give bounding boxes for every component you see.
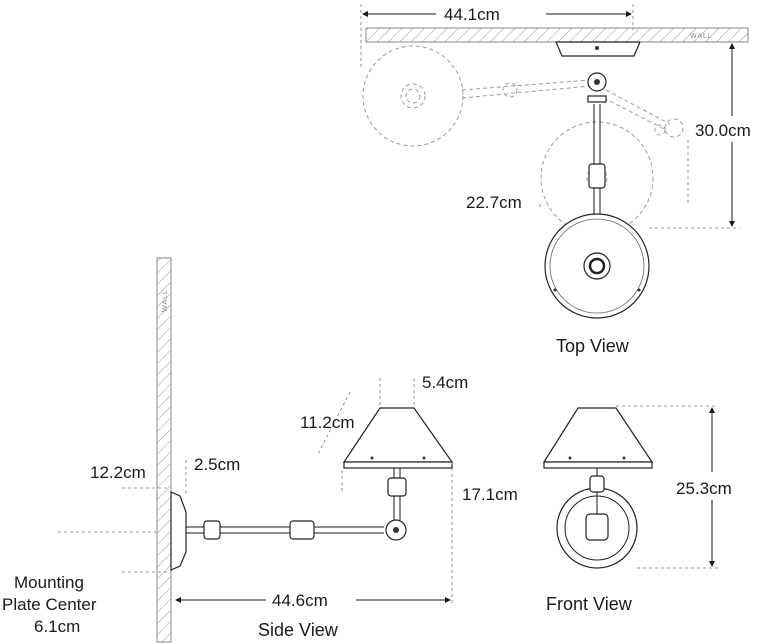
- front-stem-knuckle: [589, 475, 605, 493]
- top-arm-knuckle: [588, 163, 606, 189]
- top-ghost-socket-inner-left: [405, 88, 421, 104]
- side-shade-to-arm-label: 17.1cm: [462, 485, 518, 504]
- front-swivel-block: [585, 513, 609, 541]
- side-wall-label: WALL: [162, 289, 169, 312]
- side-mounting-label-2: Plate Center: [2, 595, 97, 614]
- top-swivel-collar: [587, 95, 607, 103]
- top-ghost-socket-left: [400, 83, 426, 109]
- top-view: WALL 44.1cm: [360, 4, 751, 356]
- top-shade-rivet-2: [637, 288, 641, 292]
- top-ghost-knuckle-left: [502, 82, 518, 98]
- side-arm-knuckle-2: [289, 520, 315, 540]
- top-offset-label: 22.7cm: [466, 193, 522, 212]
- top-plate-screw: [595, 46, 599, 50]
- side-shade-rim: [343, 461, 453, 469]
- top-view-caption: Top View: [556, 336, 630, 356]
- top-projection-label: 30.0cm: [695, 121, 751, 140]
- top-ghost-knuckle-right: [664, 118, 684, 138]
- side-arm-knuckle-1: [203, 520, 221, 540]
- side-stem-knuckle: [387, 477, 407, 497]
- side-shade: [342, 407, 454, 463]
- side-elbow-pin: [393, 527, 399, 533]
- side-extension-label: 44.6cm: [272, 591, 328, 610]
- side-backplate: [170, 491, 187, 571]
- side-shade-rivet-2: [422, 456, 426, 460]
- top-ghost-joint-right: [654, 124, 666, 136]
- top-socket: [588, 257, 606, 275]
- front-shade-rim: [543, 461, 653, 469]
- top-ghost-shade-left: [362, 45, 464, 147]
- front-shade-rivet-1: [568, 456, 572, 460]
- front-shade-rivet-2: [622, 456, 626, 460]
- front-shade: [542, 407, 654, 463]
- top-shade-rim: [549, 218, 645, 314]
- side-shade-slant-label: 11.2cm: [300, 413, 355, 432]
- front-view: 25.3cm Front View: [542, 405, 732, 614]
- top-wall-label: WALL: [690, 33, 713, 40]
- side-shade-top-label: 5.4cm: [422, 373, 468, 392]
- top-width-label: 44.1cm: [444, 5, 500, 24]
- side-plate-height-label: 12.2cm: [90, 463, 146, 482]
- side-mounting-label-1: Mounting: [14, 573, 84, 592]
- side-view-caption: Side View: [258, 620, 339, 640]
- side-view: WALL 5.4cm 11.2cm 17.1cm 12.2cm: [2, 257, 518, 643]
- side-plate-depth-label: 2.5cm: [194, 455, 240, 474]
- top-shade-rivet-1: [553, 288, 557, 292]
- top-swivel-pin: [594, 79, 600, 85]
- front-height-label: 25.3cm: [676, 479, 732, 498]
- side-shade-rivet-1: [370, 456, 374, 460]
- top-ghost-arm-left: [461, 79, 591, 99]
- side-mounting-value: 6.1cm: [34, 617, 80, 636]
- front-view-caption: Front View: [546, 594, 633, 614]
- top-ghost-arm-right: [603, 89, 671, 131]
- side-wall: [156, 257, 172, 643]
